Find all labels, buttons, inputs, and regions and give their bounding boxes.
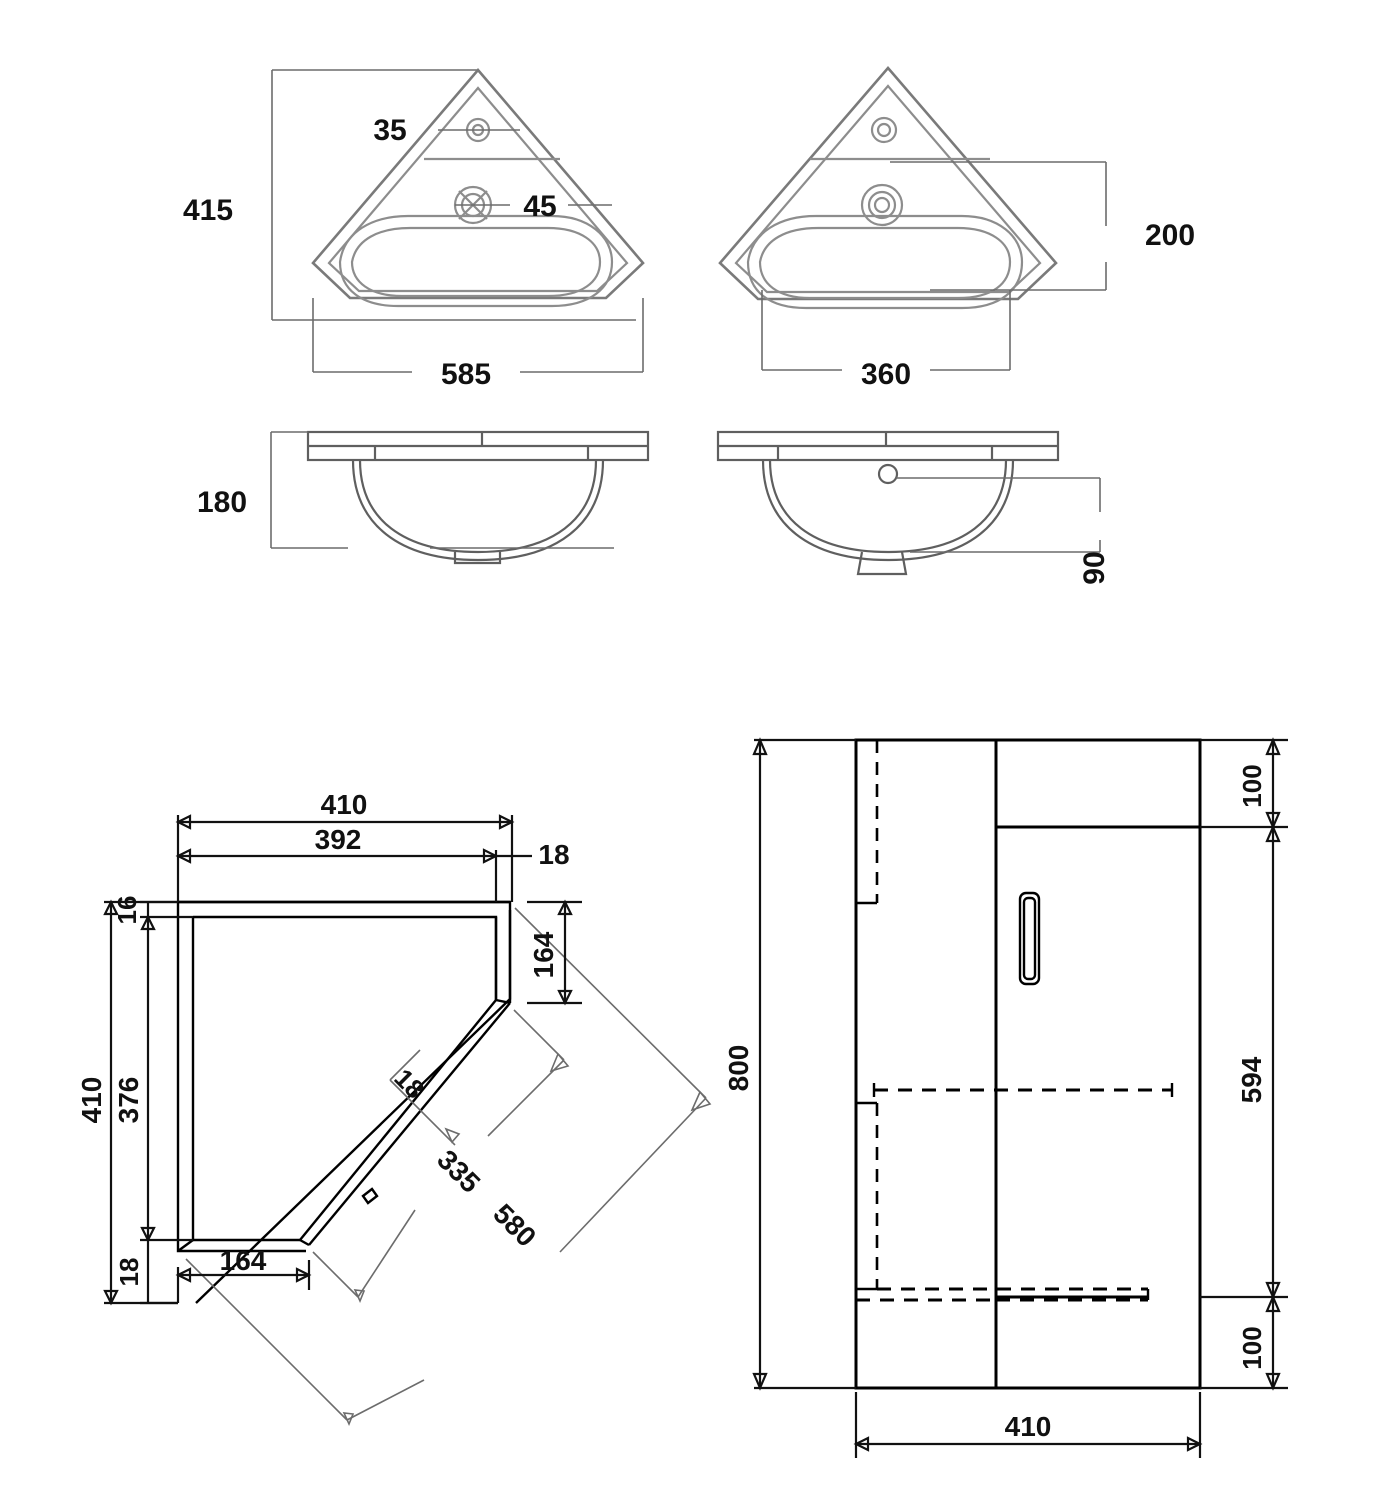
dimension-elevation-410-label: 410 [1005, 1411, 1052, 1442]
dimension-45-label: 45 [523, 190, 556, 223]
dimension-16: 16 [112, 896, 193, 925]
view-cabinet-plan: 580 335 18 410 [76, 789, 712, 1427]
hinge-line-top [856, 740, 879, 905]
tap-hole-left: 35 [373, 114, 520, 147]
dimension-164-bottom-label: 164 [220, 1245, 267, 1276]
dimension-392: 392 [175, 824, 499, 902]
tap-hole-right [870, 116, 898, 144]
dimension-376-label: 376 [113, 1077, 144, 1124]
view-basin-plan-left: 415 35 45 [183, 67, 645, 391]
dimension-100-top: 100 [1200, 737, 1288, 830]
internal-shelf [872, 1083, 1174, 1097]
dimension-100-top-label: 100 [1237, 764, 1267, 807]
view-cabinet-elevation: 800 100 594 100 [723, 737, 1288, 1458]
basin-bowl-profile-left [351, 459, 605, 565]
basin-outline-right [718, 66, 1058, 301]
dimension-335-label: 335 [431, 1144, 486, 1199]
dimension-580-label: 580 [487, 1198, 542, 1253]
waste-hole-left: 45 [453, 185, 612, 225]
dimension-800: 800 [723, 737, 856, 1391]
dimension-elevation-410: 410 [853, 1392, 1203, 1458]
dimension-200: 200 [890, 161, 1195, 291]
cabinet-outline-elevation [854, 738, 1202, 1390]
cabinet-carcass-plan [176, 900, 512, 1304]
dimension-800-label: 800 [723, 1045, 754, 1092]
dimension-90: 90 [896, 477, 1111, 585]
basin-rim-left [306, 430, 650, 462]
dimension-200-label: 200 [1145, 219, 1195, 252]
dimension-360: 360 [761, 290, 1011, 391]
dimension-335: 335 [312, 1009, 570, 1304]
door-handle[interactable] [1018, 891, 1041, 986]
dimension-164-right: 164 [527, 899, 582, 1006]
dimension-415: 415 [183, 69, 636, 321]
dimension-392-label: 392 [315, 824, 362, 855]
basin-bowl-right [746, 214, 1024, 310]
dimension-360-label: 360 [861, 358, 911, 391]
dimension-90-label: 90 [1078, 551, 1111, 584]
dimension-100-bottom-label: 100 [1237, 1326, 1267, 1369]
dimension-594: 594 [1200, 824, 1288, 1300]
dimension-180: 180 [197, 431, 614, 549]
cabinet-door-plan [299, 998, 511, 1247]
dimension-415-label: 415 [183, 194, 233, 227]
view-basin-plan-right: 200 360 [718, 66, 1195, 391]
dimension-plan-410-left-label: 410 [76, 1077, 107, 1124]
plinth-lines [856, 1287, 1150, 1302]
dimension-18-diagonal-label: 18 [389, 1063, 431, 1105]
dimension-100-bottom: 100 [1200, 1294, 1288, 1391]
basin-rim-right [716, 430, 1060, 462]
basin-bowl-left [338, 214, 614, 308]
waste-hole-right [860, 183, 904, 227]
dimension-164-bottom: 164 [175, 1245, 312, 1303]
dimension-594-label: 594 [1236, 1056, 1267, 1103]
dimension-35-label: 35 [373, 114, 406, 147]
basin-bowl-profile-right [761, 459, 1015, 576]
basin-outline-left [311, 67, 645, 300]
dimension-18-top-right: 18 [496, 839, 570, 870]
view-basin-section-right: 90 [716, 430, 1111, 585]
dimension-18-top-right-label: 18 [538, 839, 569, 870]
dimension-585: 585 [312, 298, 644, 391]
dimension-18-diagonal: 18 [389, 1049, 461, 1146]
dimension-plan-410-left: 410 [76, 899, 178, 1306]
dimension-376: 376 [113, 914, 193, 1243]
dimension-16-label: 16 [112, 896, 142, 925]
dimension-plan-410-top-label: 410 [321, 789, 368, 820]
hinge-line-bottom [856, 1101, 879, 1291]
dimension-18-bottom-left-label: 18 [114, 1258, 144, 1287]
dimension-plan-410-top: 410 [175, 789, 515, 902]
dimension-18-bottom-left: 18 [114, 1240, 178, 1305]
dimension-180-label: 180 [197, 486, 247, 519]
dimension-164-right-label: 164 [528, 931, 559, 978]
dimension-585-label: 585 [441, 358, 491, 391]
view-basin-section-left: 180 [197, 430, 650, 565]
